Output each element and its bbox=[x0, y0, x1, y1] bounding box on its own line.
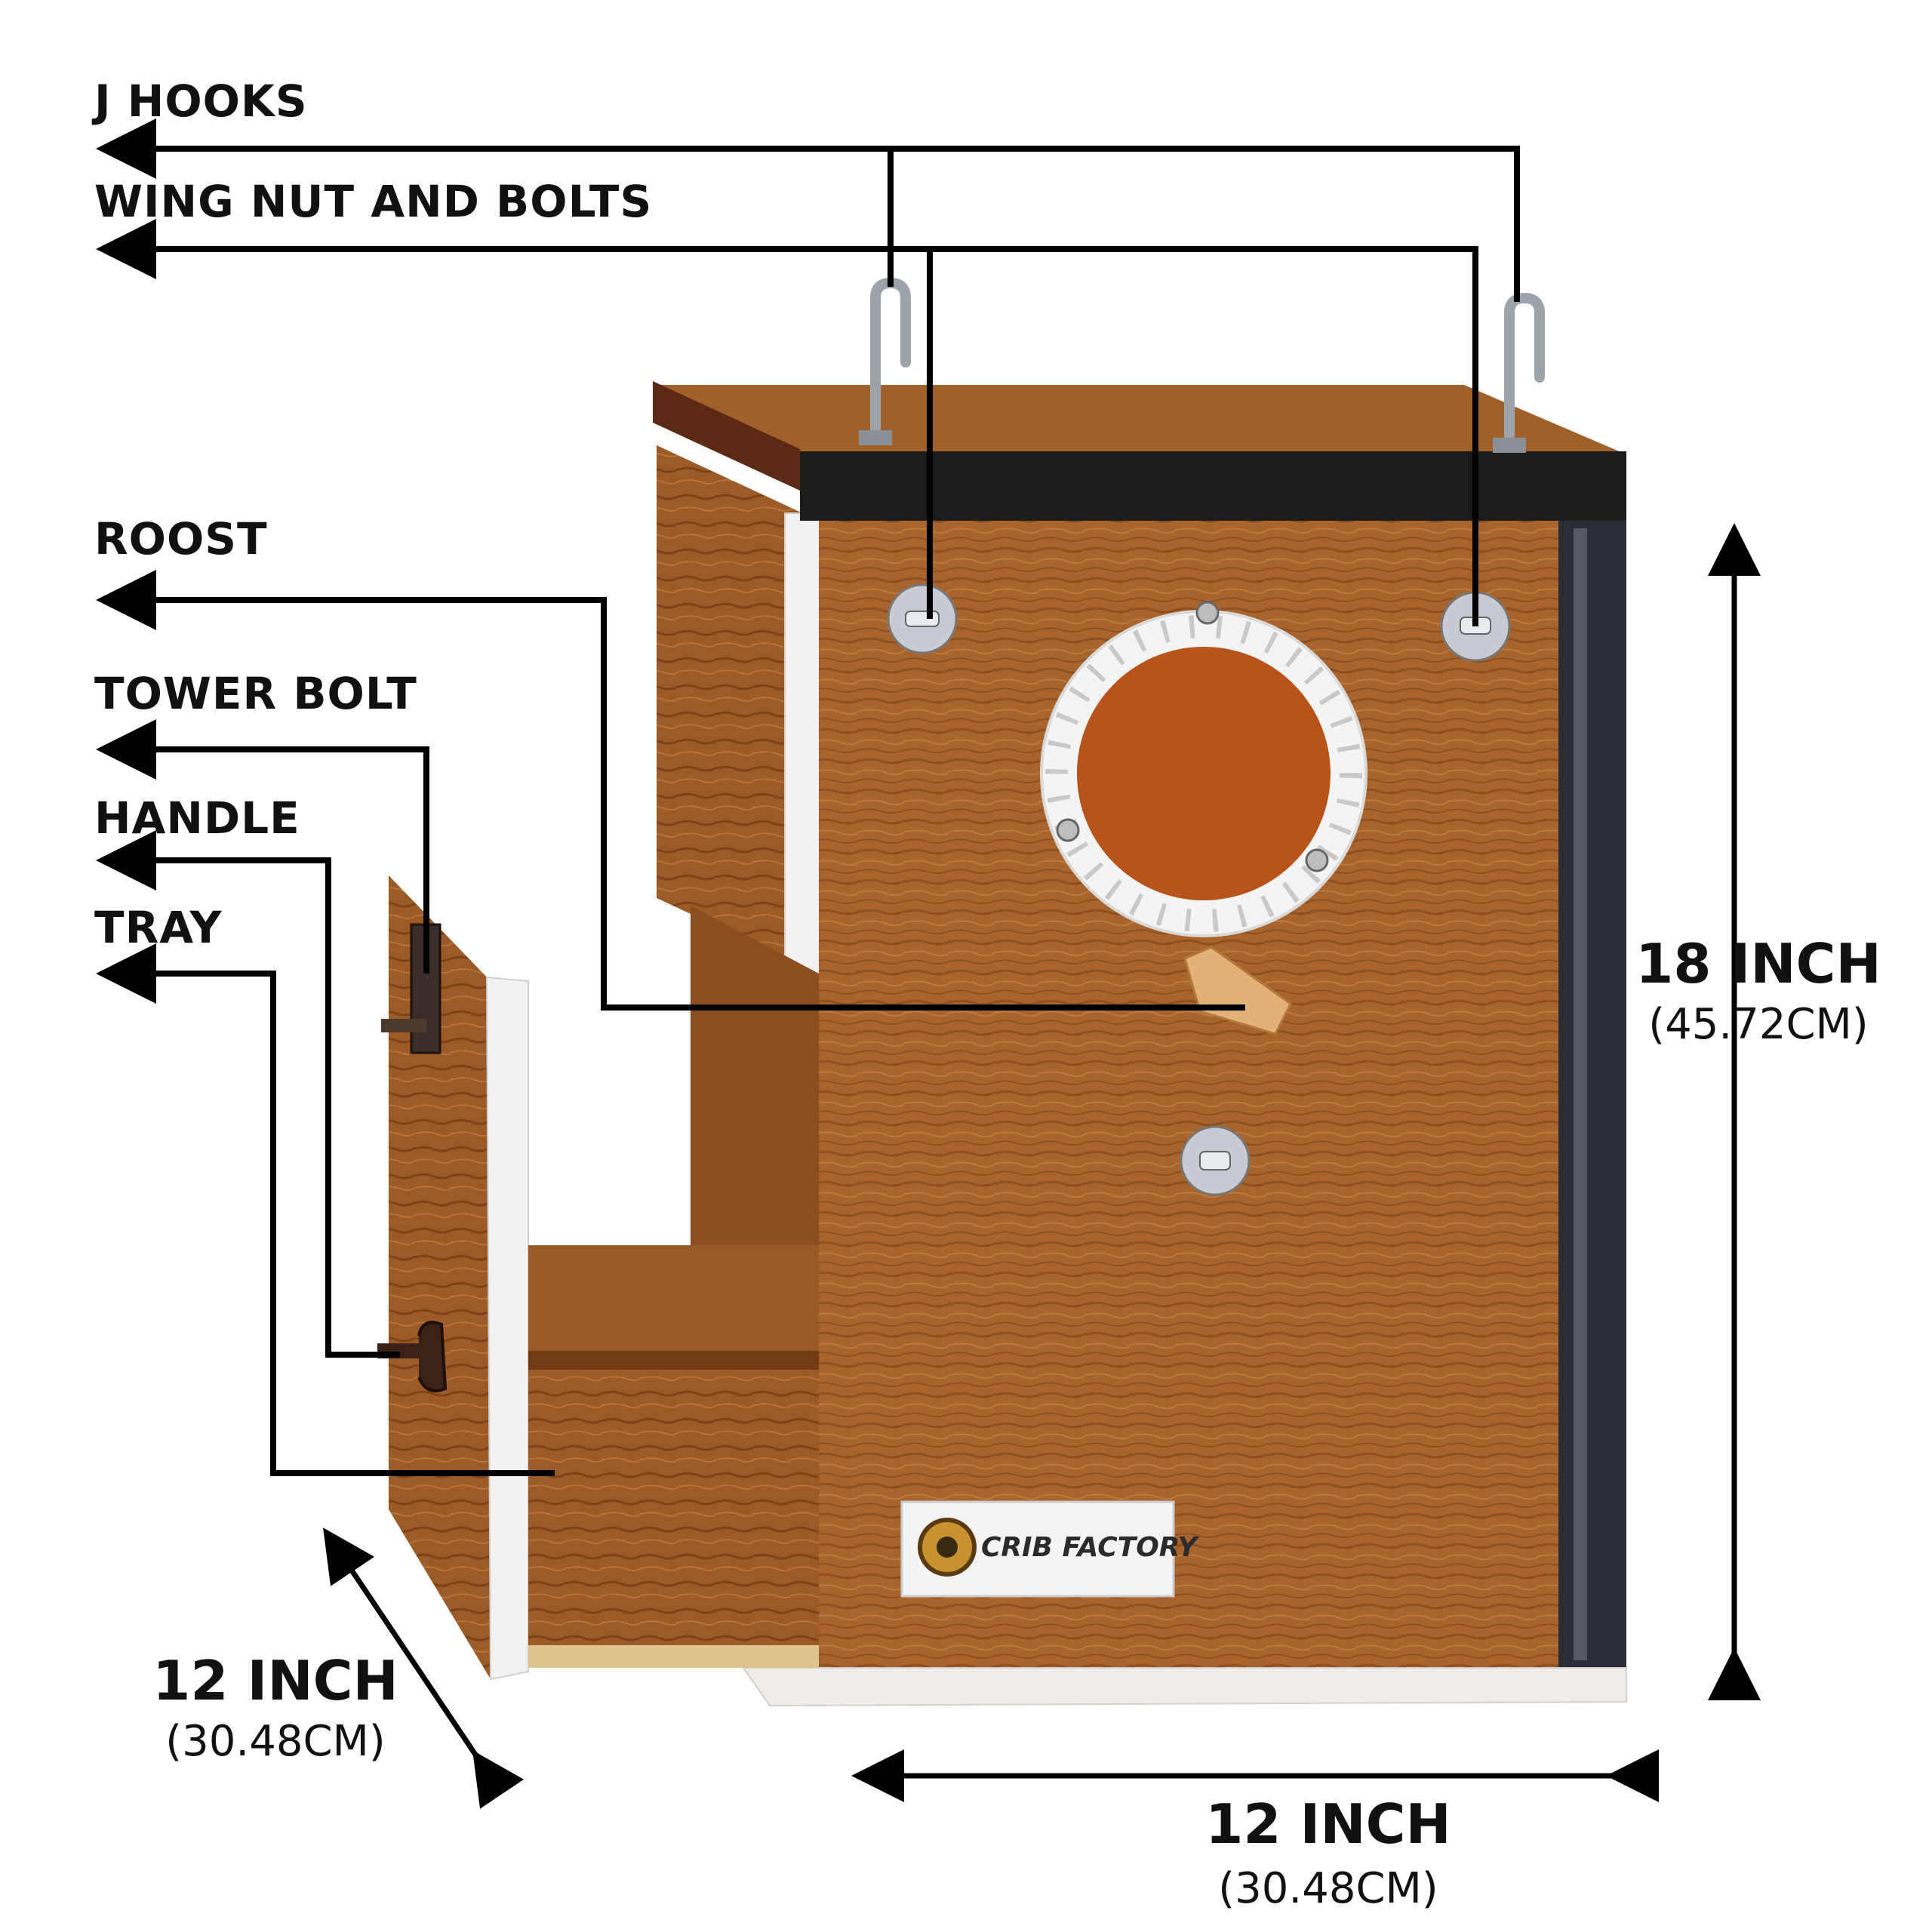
roost-peg bbox=[1183, 946, 1292, 1035]
label-j-hooks: J HOOKS bbox=[94, 75, 308, 127]
right-metal-highlight bbox=[1574, 528, 1587, 1660]
callout-tray bbox=[96, 943, 555, 1476]
callout-tower-bolt bbox=[96, 719, 429, 974]
left-side-panel bbox=[657, 445, 819, 974]
tray-back bbox=[528, 1245, 819, 1370]
roof-brown-edge bbox=[653, 381, 800, 491]
entrance-screw-left bbox=[1056, 818, 1080, 842]
door-white-trim bbox=[485, 976, 529, 1681]
width-dimension-label: 12 INCH bbox=[1205, 1792, 1451, 1856]
dimension-arrows bbox=[323, 523, 1761, 1809]
width-dimension-metric: (30.48CM) bbox=[1218, 1864, 1438, 1913]
j-hook-right bbox=[1493, 292, 1545, 453]
label-roost: ROOST bbox=[94, 513, 268, 565]
right-metal-edge bbox=[1558, 521, 1626, 1668]
label-tower-bolt: TOWER BOLT bbox=[94, 668, 417, 719]
entrance-screw-top bbox=[1195, 601, 1220, 625]
entrance-hole-guard-teeth bbox=[1045, 615, 1362, 932]
lower-back-wall bbox=[691, 906, 819, 1245]
tray-bottom-edge bbox=[528, 1645, 819, 1668]
wing-nut-bottom bbox=[1180, 1125, 1251, 1196]
callout-roost bbox=[96, 570, 1245, 1011]
door-handle bbox=[377, 1321, 448, 1392]
callout-j-hooks bbox=[96, 118, 1520, 302]
open-door bbox=[389, 875, 491, 1679]
entrance-screw-right bbox=[1305, 848, 1329, 872]
label-handle: HANDLE bbox=[94, 792, 300, 844]
label-wing-nut-and-bolts: WING NUT AND BOLTS bbox=[94, 176, 653, 227]
label-tray: TRAY bbox=[94, 902, 223, 953]
height-dimension-label: 18 INCH bbox=[1635, 932, 1881, 995]
tray-inner-bottom bbox=[528, 1351, 819, 1374]
brand-name: CRIB FACTORY bbox=[981, 1532, 1198, 1563]
height-dimension-metric: (45.72CM) bbox=[1648, 1000, 1869, 1049]
callout-handle bbox=[96, 830, 400, 1358]
entrance-hole bbox=[1077, 647, 1331, 900]
tray-front bbox=[528, 1370, 819, 1664]
left-panel-white-trim bbox=[784, 512, 822, 976]
roof-top bbox=[657, 385, 1623, 453]
roof-black-edge bbox=[800, 451, 1626, 521]
base-plate bbox=[742, 1667, 1627, 1707]
depth-dimension-label: 12 INCH bbox=[152, 1649, 398, 1712]
brand-logo-center bbox=[937, 1537, 958, 1558]
depth-dimension-arrow bbox=[323, 1527, 525, 1809]
callout-wing-nut bbox=[96, 219, 1478, 626]
wing-nut-left bbox=[887, 583, 958, 654]
callout-lines bbox=[96, 118, 1520, 1476]
depth-dimension-metric: (30.48CM) bbox=[165, 1717, 386, 1766]
